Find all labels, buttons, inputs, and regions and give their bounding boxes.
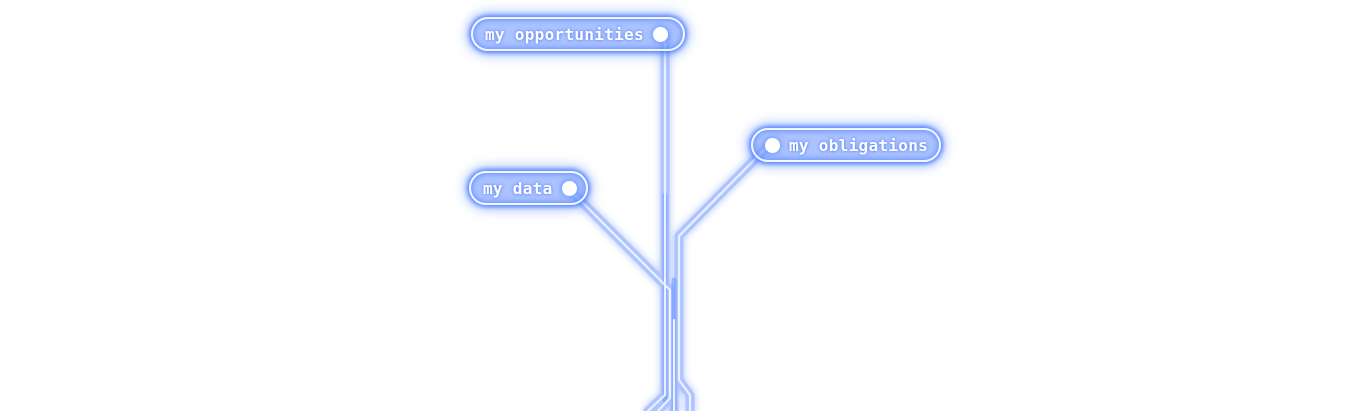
trunk-data-glow (564, 184, 675, 415)
node-label-obligations: my obligations (789, 135, 929, 155)
connector-opportunities (646, 33, 667, 413)
connector-obligations (677, 144, 770, 413)
connector-dot-obligations (765, 137, 780, 153)
node-my-obligations[interactable]: my obligations (751, 128, 941, 162)
trunk-obligations-glow (674, 141, 773, 415)
connector-dot-opportunities (652, 26, 668, 42)
node-my-opportunities[interactable]: my opportunities (471, 17, 685, 51)
node-label-opportunities: my opportunities (485, 24, 644, 44)
node-my-data[interactable]: my data (469, 171, 588, 205)
connector-dot-data (561, 180, 577, 196)
trunk-opportunities-glow (643, 30, 670, 415)
node-label-data: my data (483, 178, 553, 198)
connector-data (567, 187, 672, 413)
